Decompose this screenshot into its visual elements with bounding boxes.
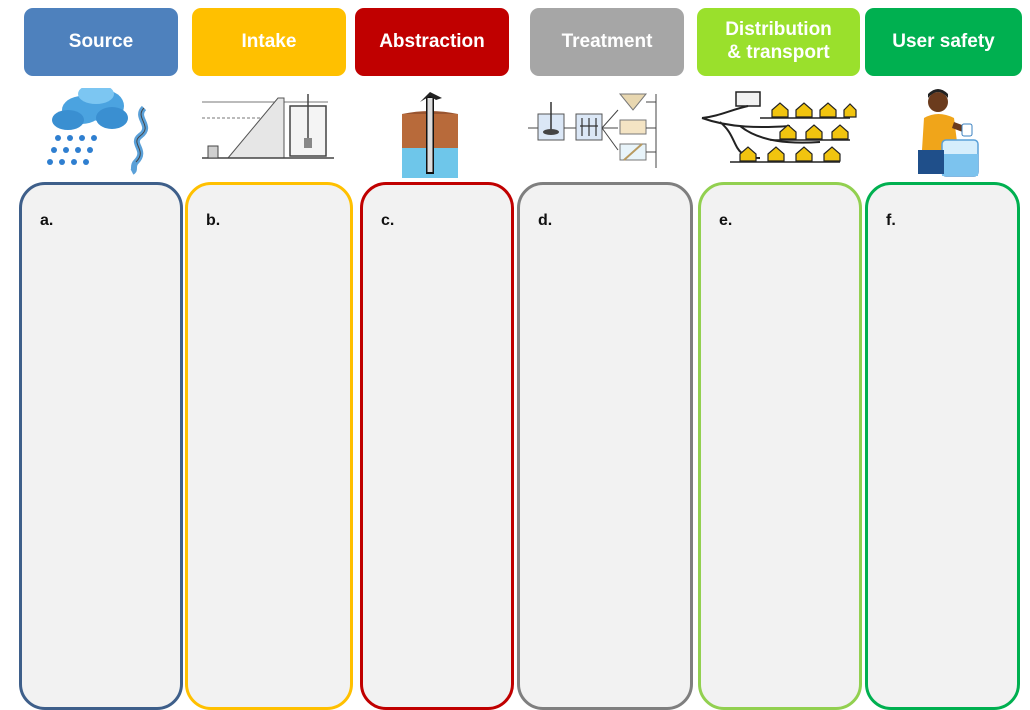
column-label-f: f. [886, 212, 896, 229]
column-label-c: c. [381, 212, 395, 229]
header-distribution-title: Distribution & transport [725, 19, 832, 63]
column-abstraction: c. [360, 182, 514, 710]
intake-pump-diagram-icon [198, 88, 338, 173]
header-source: Source [24, 8, 178, 76]
rain-cloud-and-river-icon [44, 84, 164, 183]
distribution-network-icon [700, 88, 860, 178]
header-intake: Intake [192, 8, 346, 76]
header-abstraction: Abstraction [355, 8, 509, 76]
column-user-safety: f. [865, 182, 1020, 710]
header-user-safety: User safety [865, 8, 1022, 76]
header-distribution: Distribution & transport [697, 8, 860, 76]
column-intake: b. [185, 182, 353, 710]
header-abstraction-title: Abstraction [379, 30, 485, 52]
column-label-b: b. [206, 212, 221, 229]
column-source: a. [19, 182, 183, 710]
header-treatment: Treatment [530, 8, 684, 76]
column-distribution: e. [698, 182, 862, 710]
column-label-d: d. [538, 212, 553, 229]
column-treatment: d. [517, 182, 693, 710]
column-label-a: a. [40, 212, 54, 229]
header-source-title: Source [68, 30, 134, 52]
person-with-water-container-icon [914, 88, 984, 185]
header-treatment-title: Treatment [561, 30, 653, 52]
borehole-well-icon [402, 88, 458, 183]
header-user-safety-title: User safety [892, 30, 995, 52]
treatment-process-diagram-icon [528, 88, 658, 178]
header-intake-title: Intake [241, 30, 297, 52]
column-label-e: e. [719, 212, 733, 229]
